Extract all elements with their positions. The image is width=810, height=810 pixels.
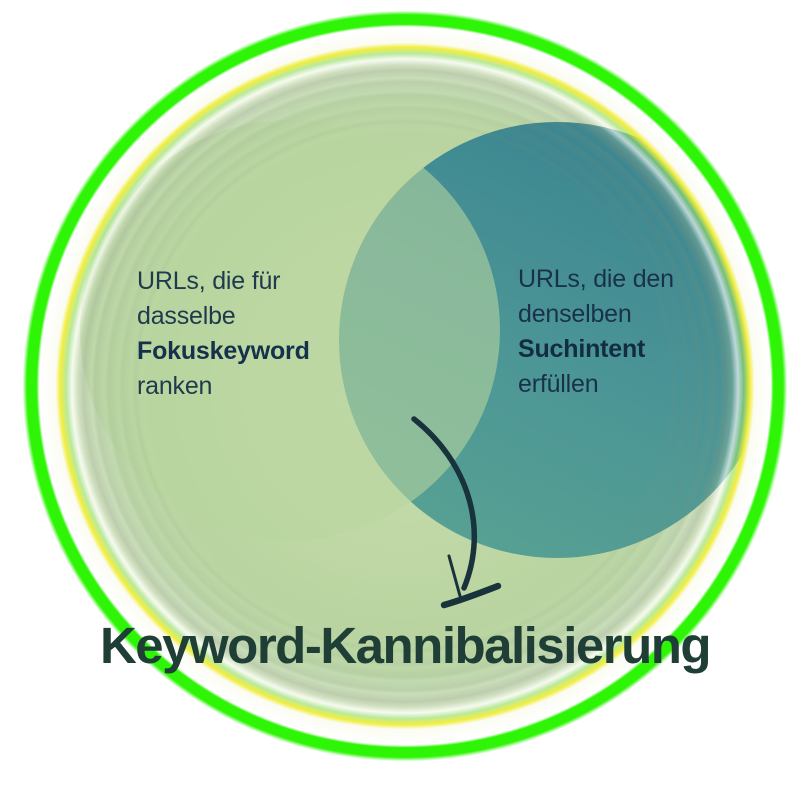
left-label-line-3: Fokuskeyword (137, 337, 310, 365)
left-label-line-2: dasselbe (137, 302, 236, 330)
left-circle-label: URLs, die für dasselbe Fokuskeyword rank… (137, 264, 310, 404)
right-label-line-3: Suchintent (518, 335, 646, 363)
right-label-line-1: URLs, die den (518, 265, 674, 293)
right-label-line-4: erfüllen (518, 370, 599, 398)
left-label-line-1: URLs, die für (137, 267, 281, 295)
left-label-line-4: ranken (137, 372, 213, 400)
right-circle-label: URLs, die den denselben Suchintent erfül… (518, 262, 674, 402)
diagram-title: Keyword-Kannibalisierung (99, 617, 712, 674)
right-label-line-2: denselben (518, 300, 632, 328)
